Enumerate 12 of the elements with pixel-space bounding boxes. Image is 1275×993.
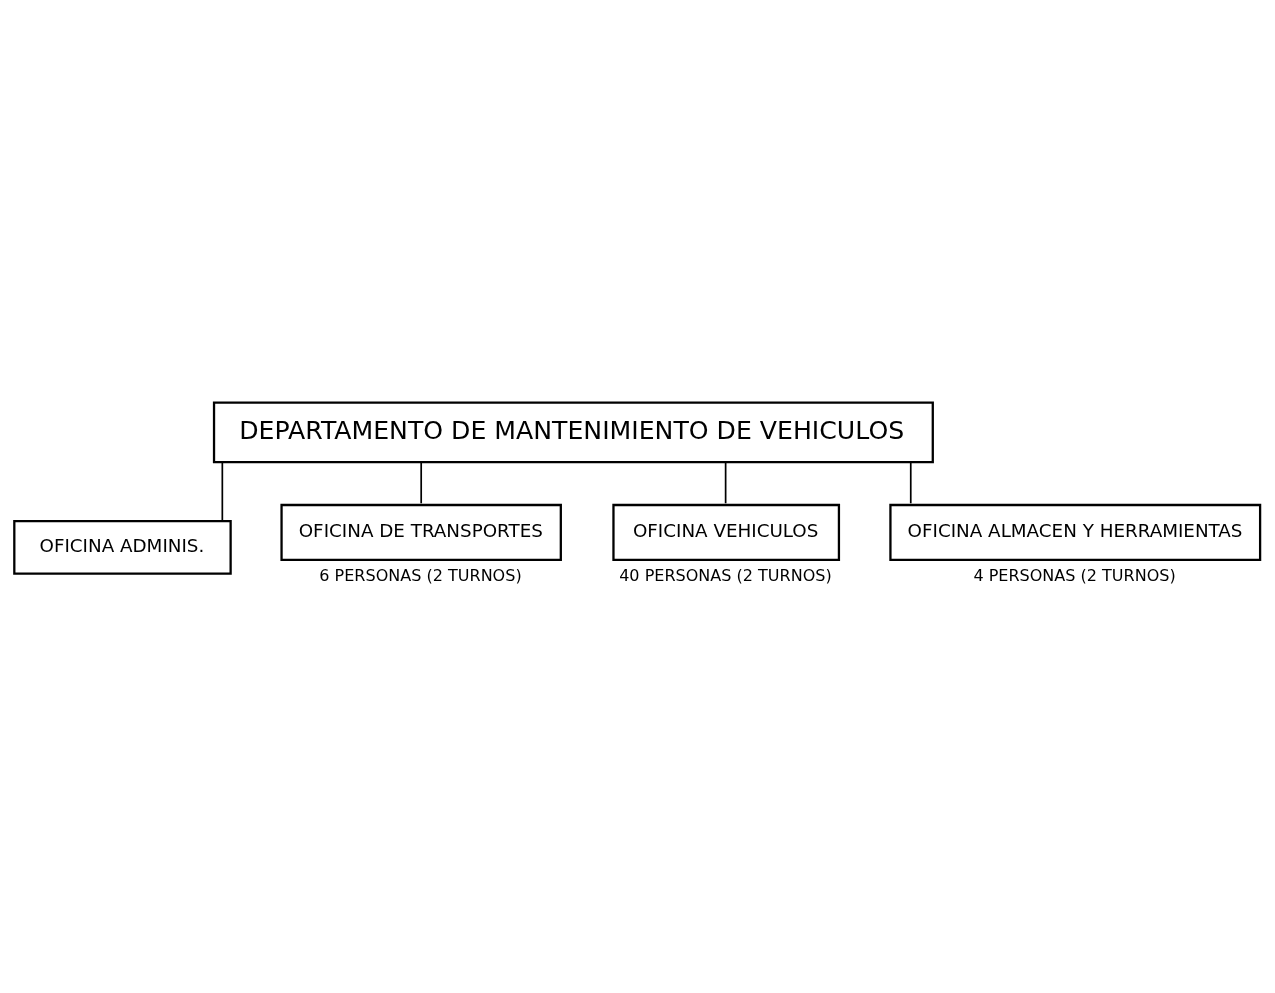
node-box: DEPARTAMENTO DE MANTENIMIENTO DE VEHICULOS — [212, 400, 934, 463]
node-box: OFICINA ALMACEN Y HERRAMIENTAS — [889, 503, 1262, 561]
connector — [221, 460, 224, 522]
connector — [724, 460, 727, 504]
node-label: 40 PERSONAS (2 TURNOS) — [619, 565, 832, 585]
node-label: 4 PERSONAS (2 TURNOS) — [973, 565, 1176, 585]
connector — [909, 460, 912, 504]
node-box: OFICINA VEHICULOS — [612, 503, 841, 561]
node-label: 6 PERSONAS (2 TURNOS) — [319, 565, 522, 585]
connector — [420, 460, 423, 504]
node-box: OFICINA ADMINIS. — [13, 519, 232, 575]
node-box: OFICINA DE TRANSPORTES — [280, 503, 562, 561]
